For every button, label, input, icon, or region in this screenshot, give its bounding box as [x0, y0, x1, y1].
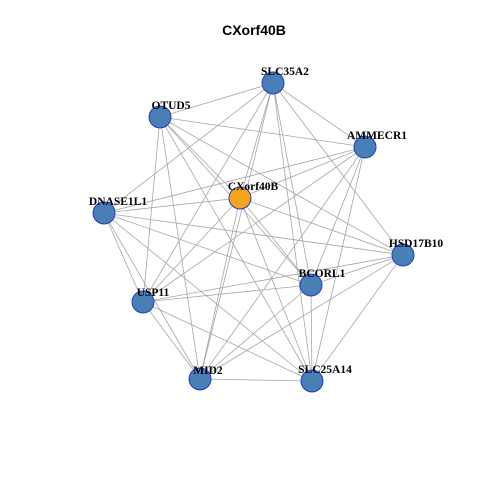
edge-usp11-mid2 [142, 301, 201, 380]
edge-slc35a2-dnase1l1 [103, 82, 274, 214]
edge-cxorf40b-slc25a14 [239, 197, 313, 382]
node-label-otud5: OTUD5 [152, 100, 191, 112]
edge-hsd17b10-bcorl1 [310, 254, 404, 286]
node-label-dnase1l1: DNASE1L1 [89, 196, 147, 208]
node-otud5 [148, 105, 172, 129]
diagram-title: CXorf40B [222, 22, 286, 38]
edge-cxorf40b-bcorl1 [239, 197, 312, 286]
edge-otud5-ammecr1 [159, 116, 366, 148]
edge-slc35a2-slc25a14 [272, 82, 313, 382]
edge-otud5-hsd17b10 [159, 116, 404, 256]
edge-ammecr1-usp11 [142, 146, 366, 303]
node-label-ammecr1: AMMECR1 [347, 130, 407, 142]
edge-slc35a2-hsd17b10 [272, 82, 404, 256]
node-dnase1l1 [92, 201, 116, 225]
edge-dnase1l1-usp11 [103, 212, 144, 303]
edge-dnase1l1-hsd17b10 [103, 212, 404, 256]
edge-bcorl1-slc25a14 [310, 284, 313, 382]
edge-otud5-mid2 [159, 116, 201, 380]
edge-dnase1l1-slc25a14 [103, 212, 313, 382]
edge-bcorl1-usp11 [142, 284, 312, 303]
edge-ammecr1-slc25a14 [311, 146, 366, 382]
node-mid2 [188, 367, 212, 391]
edge-hsd17b10-usp11 [142, 254, 404, 303]
edge-slc35a2-ammecr1 [272, 82, 366, 148]
edge-otud5-usp11 [142, 116, 161, 303]
node-label-usp11: USP11 [137, 287, 170, 299]
node-label-slc25a14: SLC25A14 [298, 364, 352, 376]
edge-slc35a2-otud5 [159, 82, 274, 118]
edge-mid2-slc25a14 [199, 378, 313, 382]
node-label-hsd17b10: HSD17B10 [389, 238, 444, 250]
node-label-slc35a2: SLC35A2 [261, 66, 309, 78]
label-layer: CXorf40B SLC35A2OTUD5AMMECR1DNASE1L1HSD17… [89, 66, 443, 377]
node-usp11 [131, 290, 155, 314]
edge-slc35a2-mid2 [199, 82, 274, 380]
edge-usp11-slc25a14 [142, 301, 313, 382]
edge-bcorl1-mid2 [199, 284, 312, 380]
node-label-bcorl1: BCORL1 [299, 268, 346, 280]
node-slc25a14 [300, 369, 324, 393]
node-layer [92, 71, 415, 393]
edge-cxorf40b-otud5 [159, 116, 241, 199]
node-slc35a2 [261, 71, 285, 95]
node-label-cxorf40b: CXorf40B [228, 181, 279, 193]
edge-hsd17b10-slc25a14 [311, 254, 404, 382]
node-bcorl1 [299, 273, 323, 297]
edge-ammecr1-mid2 [199, 146, 366, 380]
edge-cxorf40b-hsd17b10 [239, 197, 404, 256]
edge-ammecr1-dnase1l1 [103, 146, 366, 214]
edge-cxorf40b-slc35a2 [239, 82, 274, 199]
edge-slc35a2-usp11 [142, 82, 274, 303]
edge-cxorf40b-ammecr1 [239, 146, 366, 199]
edge-dnase1l1-bcorl1 [103, 212, 312, 286]
edge-layer [103, 82, 404, 382]
edge-cxorf40b-usp11 [142, 197, 241, 303]
node-hsd17b10 [391, 243, 415, 267]
node-ammecr1 [353, 135, 377, 159]
edge-otud5-slc25a14 [159, 116, 313, 382]
node-cxorf40b [228, 186, 252, 210]
edge-slc35a2-bcorl1 [272, 82, 312, 286]
edge-hsd17b10-mid2 [199, 254, 404, 380]
node-label-mid2: MID2 [193, 365, 223, 377]
edge-cxorf40b-mid2 [199, 197, 241, 380]
edge-cxorf40b-dnase1l1 [103, 197, 241, 214]
edge-ammecr1-bcorl1 [310, 146, 366, 286]
